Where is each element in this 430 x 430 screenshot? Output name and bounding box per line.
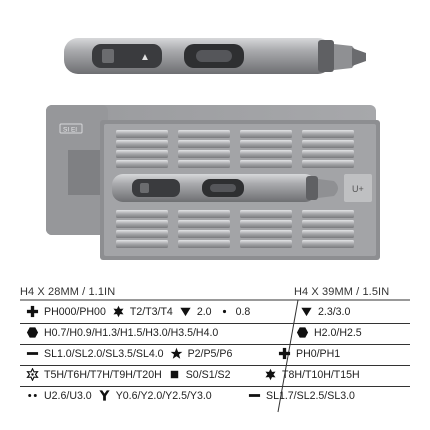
bit-size-label: U2.6/U3.0 (44, 389, 92, 402)
bit-size-label: 2.0 (196, 305, 212, 318)
product-photo: ▲ SI EI U+ (46, 38, 380, 260)
bit-size-label: SL1.7/SL2.5/SL3.0 (266, 389, 355, 402)
bit (116, 150, 168, 158)
bit-size-label: S0/S1/S2 (185, 368, 231, 381)
bit (302, 150, 354, 158)
bit-size-label: PH0/PH1 (296, 347, 341, 360)
screwdriver-top: ▲ (64, 38, 366, 74)
bit (240, 220, 292, 228)
two-dot-icon (26, 389, 39, 402)
spec-row-rule (20, 344, 410, 345)
bit (302, 210, 354, 218)
bit (240, 240, 292, 248)
bit-size-label: T2/T3/T4 (129, 305, 173, 318)
spec-row-left: SL1.0/SL2.0/SL3.5/SL4.0 P2/P5/P6 (26, 347, 232, 360)
bit (302, 140, 354, 148)
hexagon-icon (296, 326, 309, 339)
bit (240, 150, 292, 158)
bit (240, 160, 292, 168)
bit (178, 130, 230, 138)
bit (240, 230, 292, 238)
bit-size-label: PH000/PH00 (44, 305, 106, 318)
dot-icon (218, 305, 231, 318)
hexagon-icon (26, 326, 39, 339)
five-point-star-icon (170, 347, 183, 360)
triangle-down-icon (300, 305, 313, 318)
spec-row-right: T8H/T10H/T15H (264, 368, 360, 381)
bit (178, 140, 230, 148)
hollow-star-icon (26, 368, 39, 381)
screwdriver-tray: U+ (112, 174, 372, 202)
bit (302, 230, 354, 238)
bit (116, 160, 168, 168)
spec-row-right: H2.0/H2.5 (296, 326, 362, 339)
y-icon (98, 389, 111, 402)
spec-row-left: H0.7/H0.9/H1.3/H1.5/H3.0/H3.5/H4.0 (26, 326, 218, 339)
spec-row-left: PH000/PH00 T2/T3/T4 2.0 0.8 (26, 305, 250, 318)
bit-size-label: Y0.6/Y2.0/Y2.5/Y3.0 (115, 389, 212, 402)
bit (240, 130, 292, 138)
bit (116, 140, 168, 148)
bit-size-label: H2.0/H2.5 (314, 326, 362, 339)
bit (178, 210, 230, 218)
bit-tray (116, 130, 354, 248)
bit-size-label: H0.7/H0.9/H1.3/H1.5/H3.0/H3.5/H4.0 (44, 326, 219, 339)
spec-row-left: U2.6/U3.0 Y0.6/Y2.0/Y2.5/Y3.0 (26, 389, 212, 402)
spec-row-right: PH0/PH1 (278, 347, 340, 360)
bit (178, 150, 230, 158)
bit (178, 220, 230, 228)
spec-row-left: T5H/T6H/T7H/T9H/T20H S0/S1/S2 (26, 368, 231, 381)
bit-size-label: T8H/T10H/T15H (282, 368, 360, 381)
bit (116, 240, 168, 248)
bit (178, 160, 230, 168)
svg-text:SI EI: SI EI (63, 127, 77, 134)
spec-row-rule (20, 386, 410, 387)
bit-size-label: 2.3/3.0 (318, 305, 351, 318)
bit (240, 140, 292, 148)
bit-size-label: T5H/T6H/T7H/T9H/T20H (44, 368, 162, 381)
spec-row-rule (20, 365, 410, 366)
triangle-down-icon (179, 305, 192, 318)
bit (178, 240, 230, 248)
bit (302, 130, 354, 138)
bit-size-label: SL1.0/SL2.0/SL3.5/SL4.0 (44, 347, 164, 360)
bit (116, 130, 168, 138)
spec-header-left: H4 X 28MM / 1.1IN (20, 286, 116, 298)
svg-text:U+: U+ (352, 184, 364, 194)
slot-icon (26, 347, 39, 360)
svg-text:▲: ▲ (140, 52, 150, 63)
bit-size-label: 0.8 (235, 305, 251, 318)
spec-header-right: H4 X 39MM / 1.5IN (294, 286, 390, 298)
bit (240, 210, 292, 218)
bit (178, 230, 230, 238)
slot-icon (248, 389, 261, 402)
six-point-star-icon (264, 368, 277, 381)
bit (302, 220, 354, 228)
bit (116, 230, 168, 238)
bit (116, 210, 168, 218)
spec-row-right: SL1.7/SL2.5/SL3.0 (248, 389, 355, 402)
spec-row-rule (20, 323, 410, 324)
spec-row-right: 2.3/3.0 (300, 305, 350, 318)
bit (302, 160, 354, 168)
cross-icon (26, 305, 39, 318)
bit-size-label: P2/P5/P6 (187, 347, 233, 360)
bit (116, 220, 168, 228)
cross-icon (278, 347, 291, 360)
square-icon (168, 368, 181, 381)
spec-divider (277, 299, 299, 413)
six-point-star-icon (112, 305, 125, 318)
bit (302, 240, 354, 248)
